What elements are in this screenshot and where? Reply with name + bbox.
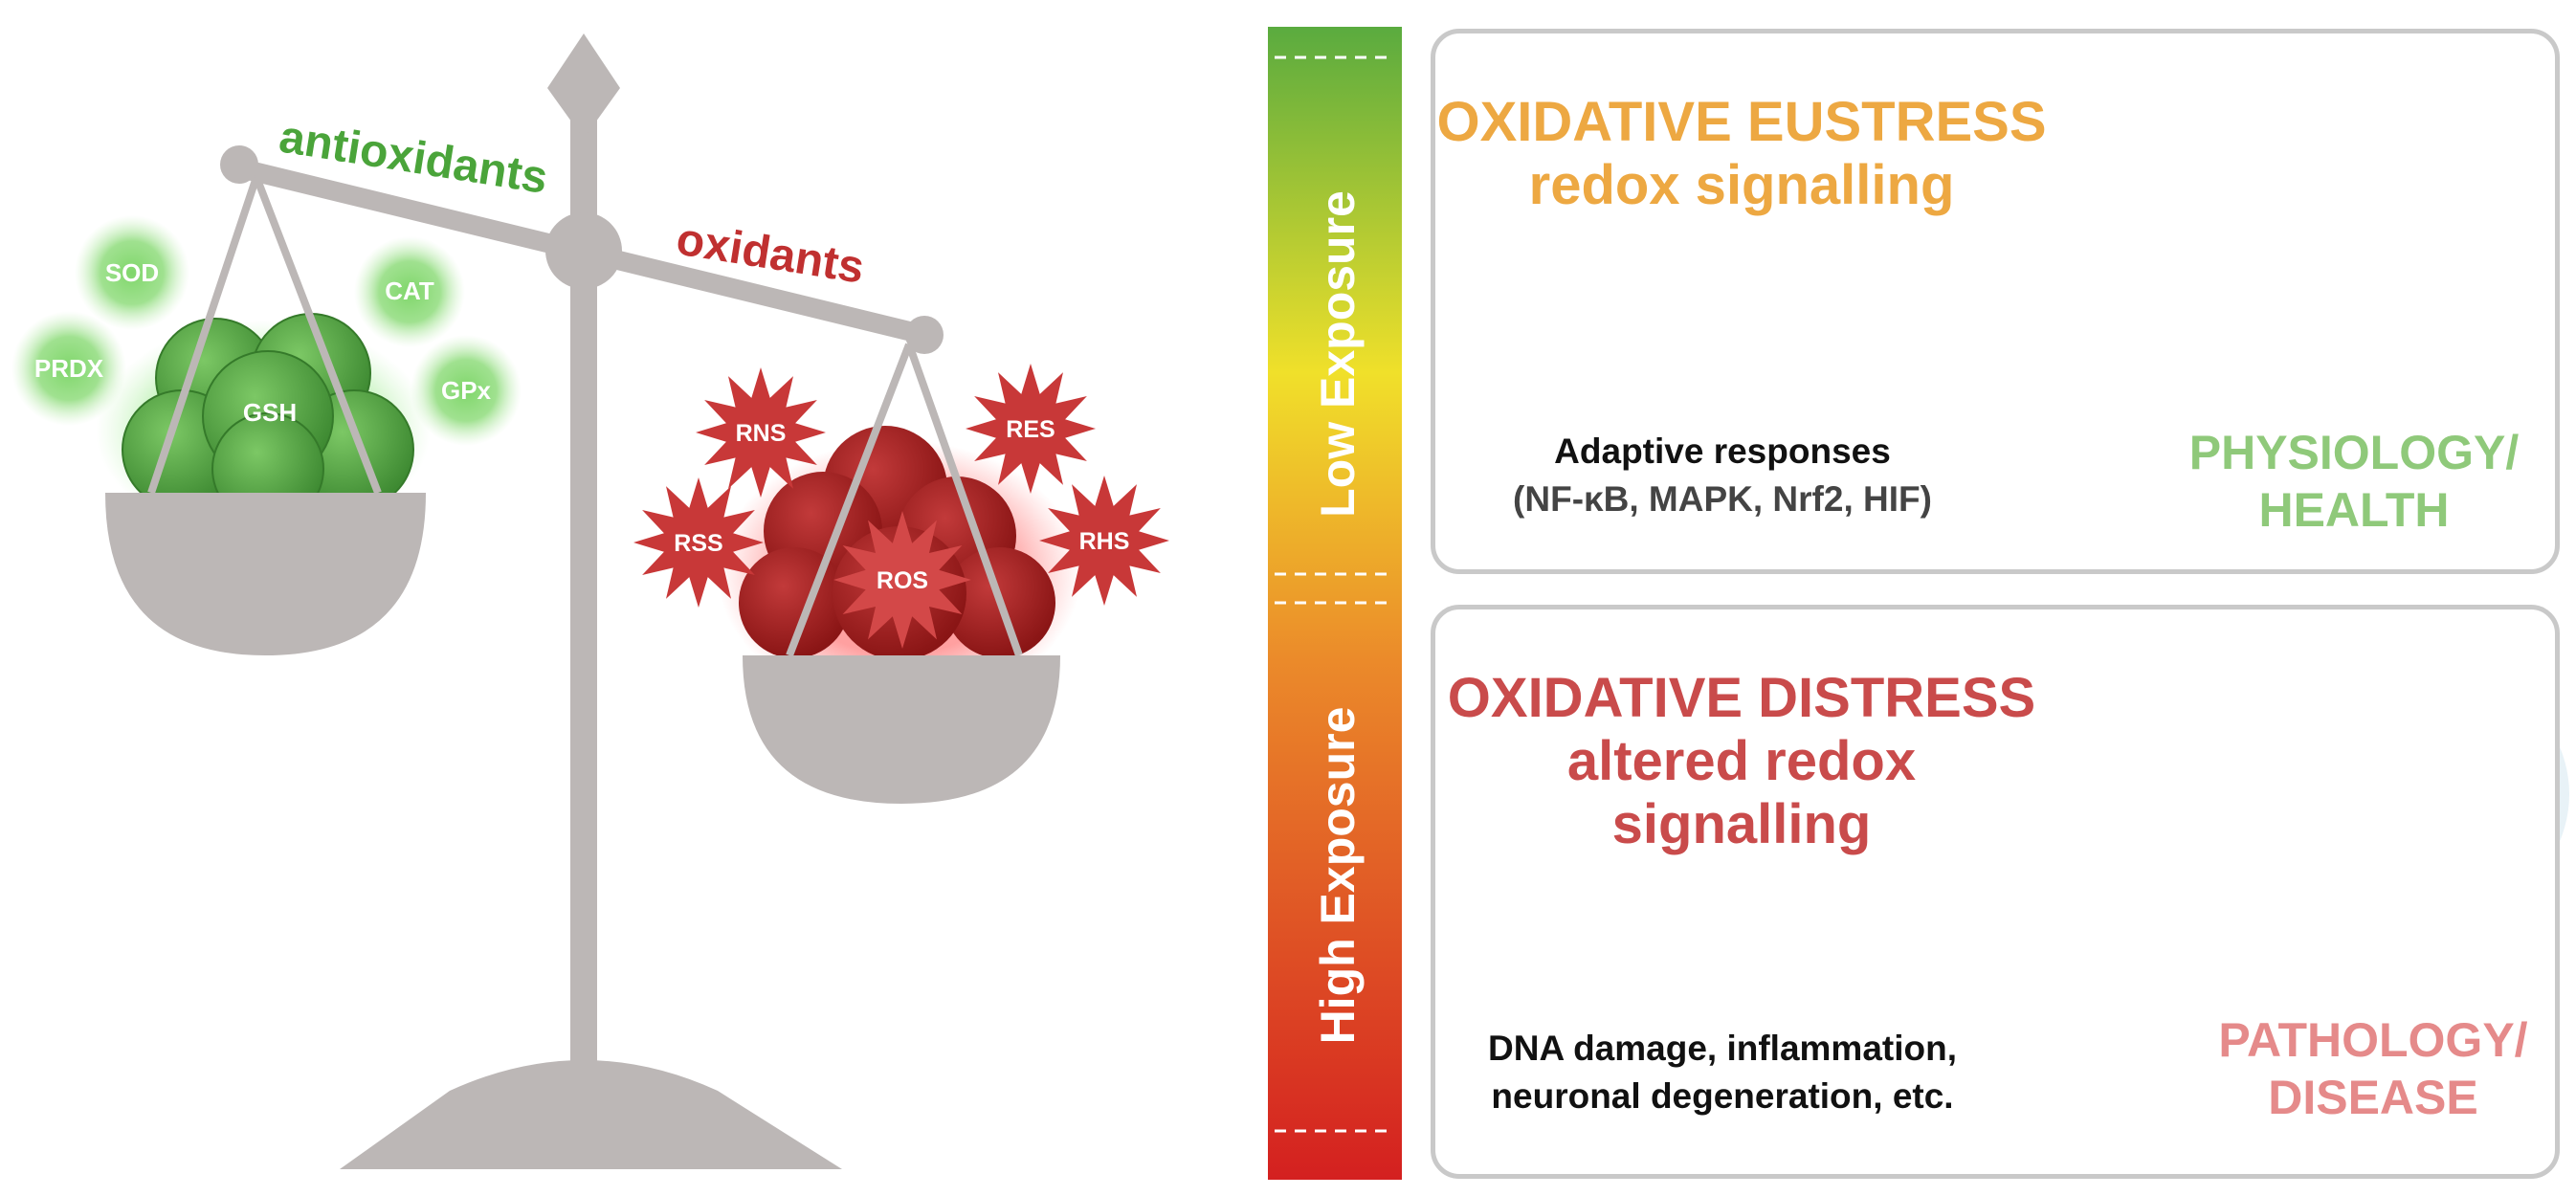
eustress-description: Adaptive responses (NF-κB, MAPK, Nrf2, H…	[1435, 428, 2010, 523]
scale-finial	[547, 33, 620, 139]
rss-label: RSS	[674, 530, 722, 557]
beam-end-right	[905, 316, 944, 354]
antioxidant-species: SOD CAT PRDX GSH GPx	[11, 215, 522, 446]
rss-star	[633, 477, 764, 608]
eustress-outcome: PHYSIOLOGY/ HEALTH	[2153, 424, 2555, 539]
distress-title: OXIDATIVE DISTRESS altered redox signall…	[1435, 667, 2048, 856]
prdx-bubble	[11, 311, 126, 426]
high-exposure-label: High Exposure	[1311, 707, 1365, 1045]
distress-description: DNA damage, inflammation, neuronal degen…	[1435, 1025, 2010, 1120]
distress-desc-line1: DNA damage, inflammation,	[1488, 1029, 1957, 1068]
eustress-panel: OXIDATIVE EUSTRESS redox signalling Adap…	[1431, 29, 2560, 574]
scale-base	[340, 1060, 842, 1169]
exposure-gradient-bar: Low Exposure High Exposure	[1268, 27, 1402, 1180]
antioxidant-pan	[96, 175, 431, 655]
eustress-desc-line1: Adaptive responses	[1554, 432, 1891, 471]
prdx-label: PRDX	[34, 354, 104, 383]
distress-desc-line2: neuronal degeneration, etc.	[1491, 1076, 1954, 1116]
pathology-label: PATHOLOGY/	[2218, 1013, 2528, 1067]
gpx-label: GPx	[441, 376, 492, 405]
right-pan-bowl	[743, 655, 1060, 804]
rns-star	[696, 367, 826, 498]
physiology-label: PHYSIOLOGY/	[2188, 426, 2520, 479]
distress-panel: OXIDATIVE DISTRESS altered redox signall…	[1431, 605, 2560, 1179]
beam-end-left	[220, 145, 258, 184]
distress-title-line1: OXIDATIVE DISTRESS	[1447, 667, 2036, 729]
left-pan-bowl	[105, 493, 426, 655]
sod-bubble	[75, 215, 189, 330]
sod-label: SOD	[105, 258, 159, 287]
distress-title-line2: altered redox signalling	[1566, 730, 1917, 855]
eustress-desc-line2: (NF-κB, MAPK, Nrf2, HIF)	[1513, 479, 1932, 519]
cat-bubble	[354, 236, 465, 347]
distress-outcome: PATHOLOGY/ DISEASE	[2172, 1011, 2574, 1126]
disease-label: DISEASE	[2268, 1071, 2478, 1124]
rns-label: RNS	[736, 420, 787, 447]
gsh-label: GSH	[243, 398, 297, 427]
eustress-title-line1: OXIDATIVE EUSTRESS	[1436, 91, 2047, 153]
gpx-bubble	[411, 335, 522, 446]
oxidant-species: RNS RES RSS ROS RHS	[633, 364, 1169, 649]
res-label: RES	[1006, 416, 1055, 443]
cat-label: CAT	[385, 277, 434, 305]
eustress-title: OXIDATIVE EUSTRESS redox signalling	[1435, 91, 2048, 217]
eustress-title-line2: redox signalling	[1528, 154, 1955, 216]
scale-pole	[570, 57, 597, 1072]
ros-label: ROS	[877, 567, 928, 594]
balance-scale: SOD CAT PRDX GSH GPx RNS RES RSS ROS RHS…	[11, 33, 1169, 1169]
low-exposure-label: Low Exposure	[1311, 190, 1365, 518]
scale-pivot	[545, 212, 622, 289]
rhs-star	[1039, 476, 1169, 606]
health-label: HEALTH	[2258, 483, 2450, 537]
res-star	[966, 364, 1096, 494]
ros-star	[833, 511, 971, 649]
rhs-label: RHS	[1079, 528, 1130, 555]
